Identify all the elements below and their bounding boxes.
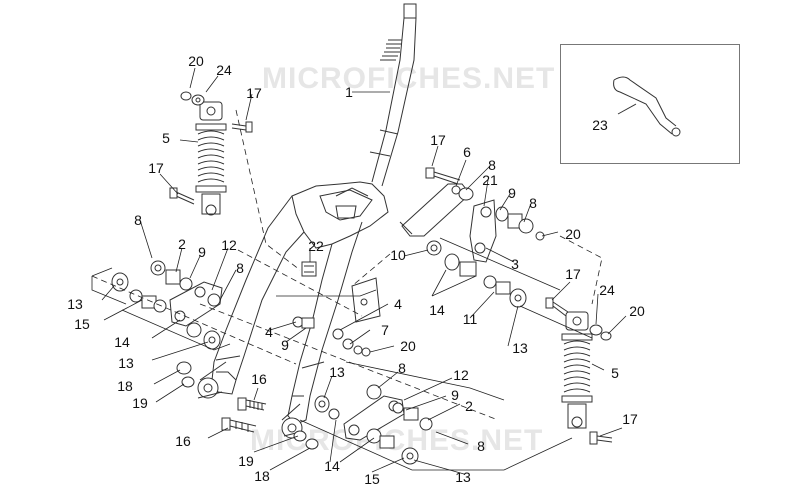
- callout-17: 17: [430, 132, 446, 148]
- callout-9: 9: [451, 387, 459, 403]
- steering-stem: [369, 3, 417, 187]
- callout-17: 17: [622, 411, 638, 427]
- callout-14: 14: [324, 458, 340, 474]
- callout-10: 10: [390, 247, 406, 263]
- callout-1: 1: [345, 84, 353, 100]
- callout-17: 17: [246, 85, 262, 101]
- callout-4: 4: [265, 324, 273, 340]
- callout-7: 7: [381, 322, 389, 338]
- callout-5: 5: [611, 365, 619, 381]
- leader-lines: [91, 67, 627, 475]
- callout-8: 8: [236, 260, 244, 276]
- callout-24: 24: [216, 62, 232, 78]
- callout-18: 18: [117, 378, 133, 394]
- callout-9: 9: [508, 185, 516, 201]
- right-shock-absorber: [545, 297, 613, 445]
- callout-8: 8: [134, 212, 142, 228]
- callout-13: 13: [512, 340, 528, 356]
- callout-6: 6: [463, 144, 471, 160]
- callout-4: 4: [394, 296, 402, 312]
- callout-13: 13: [329, 364, 345, 380]
- callout-23: 23: [592, 117, 608, 133]
- callout-12: 12: [453, 367, 469, 383]
- callout-3: 3: [511, 256, 519, 272]
- callout-12: 12: [221, 237, 237, 253]
- callout-13: 13: [67, 296, 83, 312]
- bolts-16: [221, 397, 267, 433]
- callout-20: 20: [400, 338, 416, 354]
- clip-22: [301, 261, 317, 277]
- callout-8: 8: [529, 195, 537, 211]
- callout-20: 20: [188, 53, 204, 69]
- callout-15: 15: [74, 316, 90, 332]
- callout-2: 2: [465, 398, 473, 414]
- callout-5: 5: [162, 130, 170, 146]
- callout-24: 24: [599, 282, 615, 298]
- callout-9: 9: [281, 337, 289, 353]
- callout-20: 20: [629, 303, 645, 319]
- callout-13: 13: [455, 469, 471, 485]
- callout-11: 11: [462, 311, 478, 327]
- callout-19: 19: [132, 395, 148, 411]
- callout-18: 18: [254, 468, 270, 484]
- callout-17: 17: [565, 266, 581, 282]
- callout-14: 14: [114, 334, 130, 350]
- callout-17: 17: [148, 160, 164, 176]
- upper-linkage: [399, 167, 545, 308]
- callout-14: 14: [429, 302, 445, 318]
- fork-frame: [197, 181, 389, 439]
- callout-16: 16: [175, 433, 191, 449]
- callout-16: 16: [251, 371, 267, 387]
- callout-21: 21: [482, 172, 498, 188]
- callout-9: 9: [198, 244, 206, 260]
- callout-13: 13: [118, 355, 134, 371]
- callout-22: 22: [308, 238, 324, 254]
- watermark-top: MICROFICHES.NET: [262, 62, 556, 95]
- inset-spring-clip: [613, 76, 681, 137]
- left-lower-linkage: [111, 260, 223, 388]
- inset-box: [560, 44, 740, 164]
- callout-19: 19: [238, 453, 254, 469]
- callout-15: 15: [364, 471, 380, 487]
- callout-2: 2: [178, 236, 186, 252]
- callout-20: 20: [565, 226, 581, 242]
- callout-8: 8: [477, 438, 485, 454]
- centre-small-parts: [292, 316, 371, 357]
- callout-8: 8: [488, 157, 496, 173]
- callout-8: 8: [398, 360, 406, 376]
- left-shock-absorber: [169, 91, 253, 216]
